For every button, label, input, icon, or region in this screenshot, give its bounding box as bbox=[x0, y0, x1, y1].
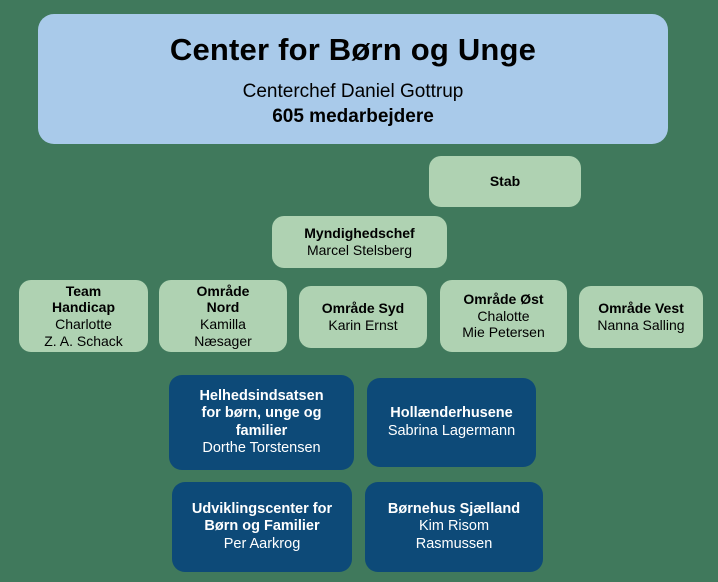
org-node-helhedsindsatsen[interactable]: Helhedsindsatsen for børn, unge og famil… bbox=[169, 375, 354, 470]
org-node-title-line1: Helhedsindsatsen bbox=[199, 388, 324, 405]
org-node-udviklingscenter[interactable]: Udviklingscenter for Børn og Familier Pe… bbox=[172, 482, 352, 572]
org-node-title: Stab bbox=[489, 173, 521, 190]
org-node-title-line1: Udviklingscenter for bbox=[191, 501, 333, 518]
org-node-person-line1: Sabrina Lagermann bbox=[387, 422, 516, 439]
org-node-title-line2: Nord bbox=[206, 299, 240, 316]
org-node-person-line1: Dorthe Torstensen bbox=[202, 439, 321, 456]
org-node-person-line2: Mie Petersen bbox=[462, 324, 545, 341]
org-node-team-handicap[interactable]: Team Handicap Charlotte Z. A. Schack bbox=[19, 280, 148, 352]
org-node-person-line2: Rasmussen bbox=[415, 535, 493, 552]
org-node-person-line1: Karin Ernst bbox=[328, 317, 398, 333]
org-node-person-line1: Kim Risom bbox=[418, 518, 490, 535]
org-node-person-line1: Charlotte bbox=[55, 316, 112, 332]
org-node-center-for-born-og-unge[interactable]: Center for Børn og Unge Centerchef Danie… bbox=[38, 14, 668, 144]
org-node-person-line2: Z. A. Schack bbox=[44, 332, 123, 349]
org-node-title-line1: Område bbox=[196, 282, 250, 299]
org-node-title-line2: Børn og Familier bbox=[204, 518, 320, 535]
org-node-title: Myndighedschef bbox=[304, 225, 415, 242]
org-node-myndighedschef[interactable]: Myndighedschef Marcel Stelsberg bbox=[272, 216, 447, 268]
org-node-person-line1: Kamilla bbox=[200, 316, 246, 332]
org-node-title-line1: Område Vest bbox=[598, 300, 684, 317]
org-node-title-line1: Område Syd bbox=[321, 300, 405, 317]
org-node-person: Marcel Stelsberg bbox=[306, 242, 413, 258]
org-node-omrade-syd[interactable]: Område Syd Karin Ernst bbox=[299, 286, 427, 348]
org-node-title-line1: Team bbox=[65, 282, 102, 299]
org-node-title-line1: Hollænderhusene bbox=[390, 405, 513, 422]
org-node-stab[interactable]: Stab bbox=[429, 156, 581, 207]
org-node-bornehus-sjaelland[interactable]: Børnehus Sjælland Kim Risom Rasmussen bbox=[365, 482, 543, 572]
org-node-title-line2: Handicap bbox=[51, 299, 115, 316]
org-node-person: Centerchef Daniel Gottrup bbox=[242, 80, 464, 102]
org-node-omrade-nord[interactable]: Område Nord Kamilla Næsager bbox=[159, 280, 287, 352]
org-node-person-line1: Chalotte bbox=[477, 307, 530, 324]
org-node-title-line2: for børn, unge og bbox=[201, 405, 322, 422]
org-node-title-line1: Område Øst bbox=[463, 291, 544, 308]
org-node-omrade-ost[interactable]: Område Øst Chalotte Mie Petersen bbox=[440, 280, 567, 352]
org-node-employee-count: 605 medarbejdere bbox=[272, 105, 434, 127]
org-node-title-line1: Børnehus Sjælland bbox=[387, 501, 521, 518]
org-node-omrade-vest[interactable]: Område Vest Nanna Salling bbox=[579, 286, 703, 348]
org-node-hollaenderhusene[interactable]: Hollænderhusene Sabrina Lagermann bbox=[367, 378, 536, 467]
org-node-person-line2: Næsager bbox=[194, 332, 252, 349]
org-node-title: Center for Børn og Unge bbox=[169, 32, 537, 67]
org-node-title-line3: familier bbox=[235, 422, 288, 439]
org-node-person-line1: Nanna Salling bbox=[597, 317, 685, 333]
org-node-person-line1: Per Aarkrog bbox=[223, 535, 301, 552]
